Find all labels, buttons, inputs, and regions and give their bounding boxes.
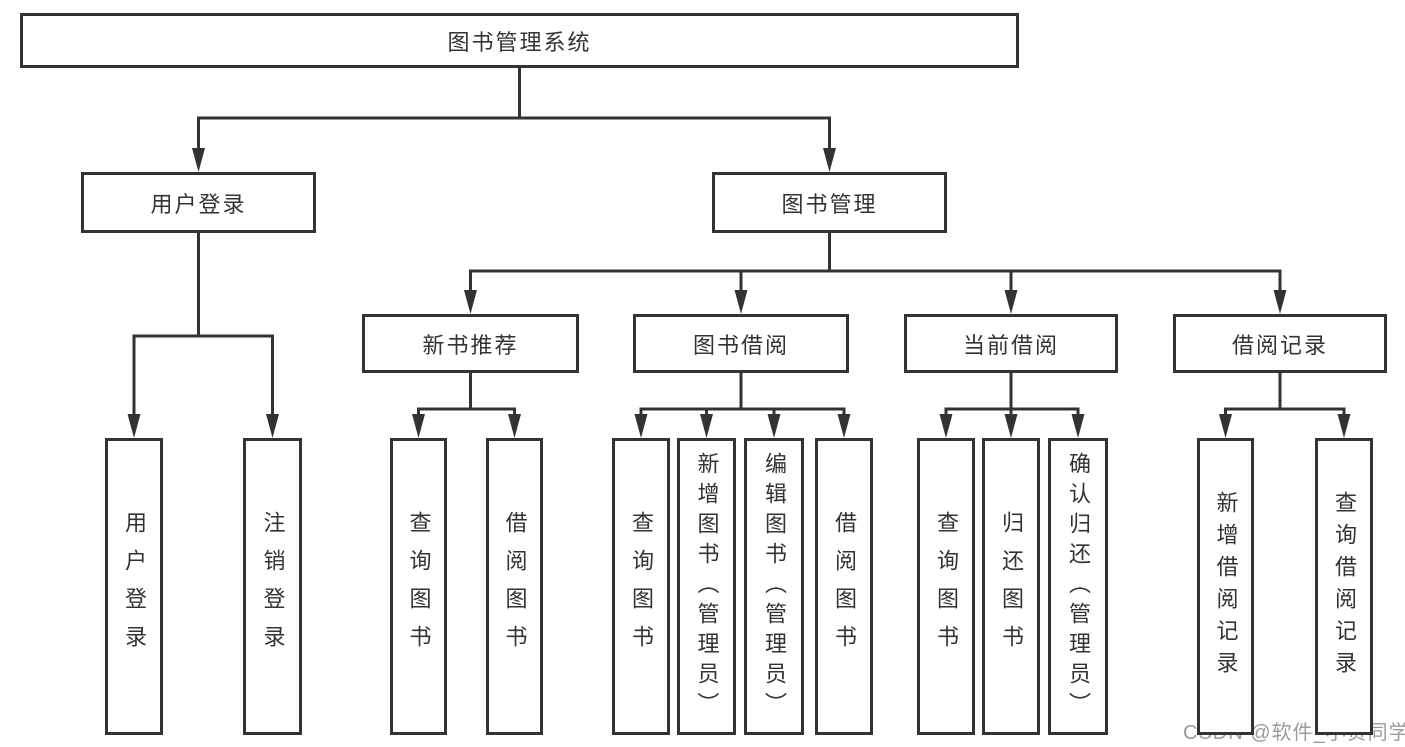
node-label-query-books-rec: 查询图书 (406, 510, 432, 663)
node-user-login-leaf: 用户登录 (105, 438, 163, 735)
node-logout-leaf: 注销登录 (243, 438, 302, 735)
node-label-confirm-return-admin: 确认归还（管理员） (1066, 451, 1091, 722)
node-label-borrow-books-rec: 借阅图书 (502, 510, 528, 663)
node-label-edit-books-admin: 编辑图书（管理员） (762, 451, 787, 722)
node-book-borrow: 图书借阅 (633, 314, 849, 373)
node-label-add-borrow-record: 新增借阅记录 (1213, 490, 1239, 683)
node-user-login-module: 用户登录 (81, 172, 316, 233)
node-add-borrow-record: 新增借阅记录 (1197, 438, 1254, 735)
node-return-books: 归还图书 (982, 438, 1040, 735)
node-label-book-mgmt-module: 图书管理 (781, 191, 878, 217)
node-label-root: 图书管理系统 (447, 29, 592, 55)
node-label-query-borrow-record: 查询借阅记录 (1332, 490, 1357, 683)
node-query-books-rec: 查询图书 (390, 438, 447, 735)
node-root: 图书管理系统 (20, 13, 1019, 68)
node-label-add-books-admin: 新增图书（管理员） (694, 451, 720, 722)
node-label-logout-leaf: 注销登录 (260, 510, 286, 663)
node-label-return-books: 归还图书 (999, 510, 1024, 663)
node-query-books-current: 查询图书 (917, 438, 975, 735)
node-book-mgmt-module: 图书管理 (712, 172, 947, 233)
node-query-borrow-record: 查询借阅记录 (1315, 438, 1373, 735)
node-borrow-books-leaf: 借阅图书 (815, 438, 873, 735)
node-label-borrow-books-leaf: 借阅图书 (832, 510, 857, 663)
node-current-borrow: 当前借阅 (904, 314, 1118, 373)
node-label-new-book-rec: 新书推荐 (422, 332, 519, 358)
node-label-query-books-current: 查询图书 (934, 510, 959, 663)
node-borrow-records: 借阅记录 (1173, 314, 1387, 373)
node-label-query-books-borrow: 查询图书 (629, 510, 654, 663)
node-confirm-return-admin: 确认归还（管理员） (1048, 438, 1108, 735)
node-label-borrow-records: 借阅记录 (1231, 332, 1328, 358)
node-label-current-borrow: 当前借阅 (962, 332, 1059, 358)
node-edit-books-admin: 编辑图书（管理员） (744, 438, 804, 735)
node-label-user-login-module: 用户登录 (150, 191, 247, 217)
node-query-books-borrow: 查询图书 (612, 438, 670, 735)
node-label-user-login-leaf: 用户登录 (122, 510, 147, 663)
node-add-books-admin: 新增图书（管理员） (677, 438, 736, 735)
node-label-book-borrow: 图书借阅 (692, 332, 789, 358)
node-new-book-rec: 新书推荐 (362, 314, 579, 373)
node-borrow-books-rec: 借阅图书 (486, 438, 543, 735)
